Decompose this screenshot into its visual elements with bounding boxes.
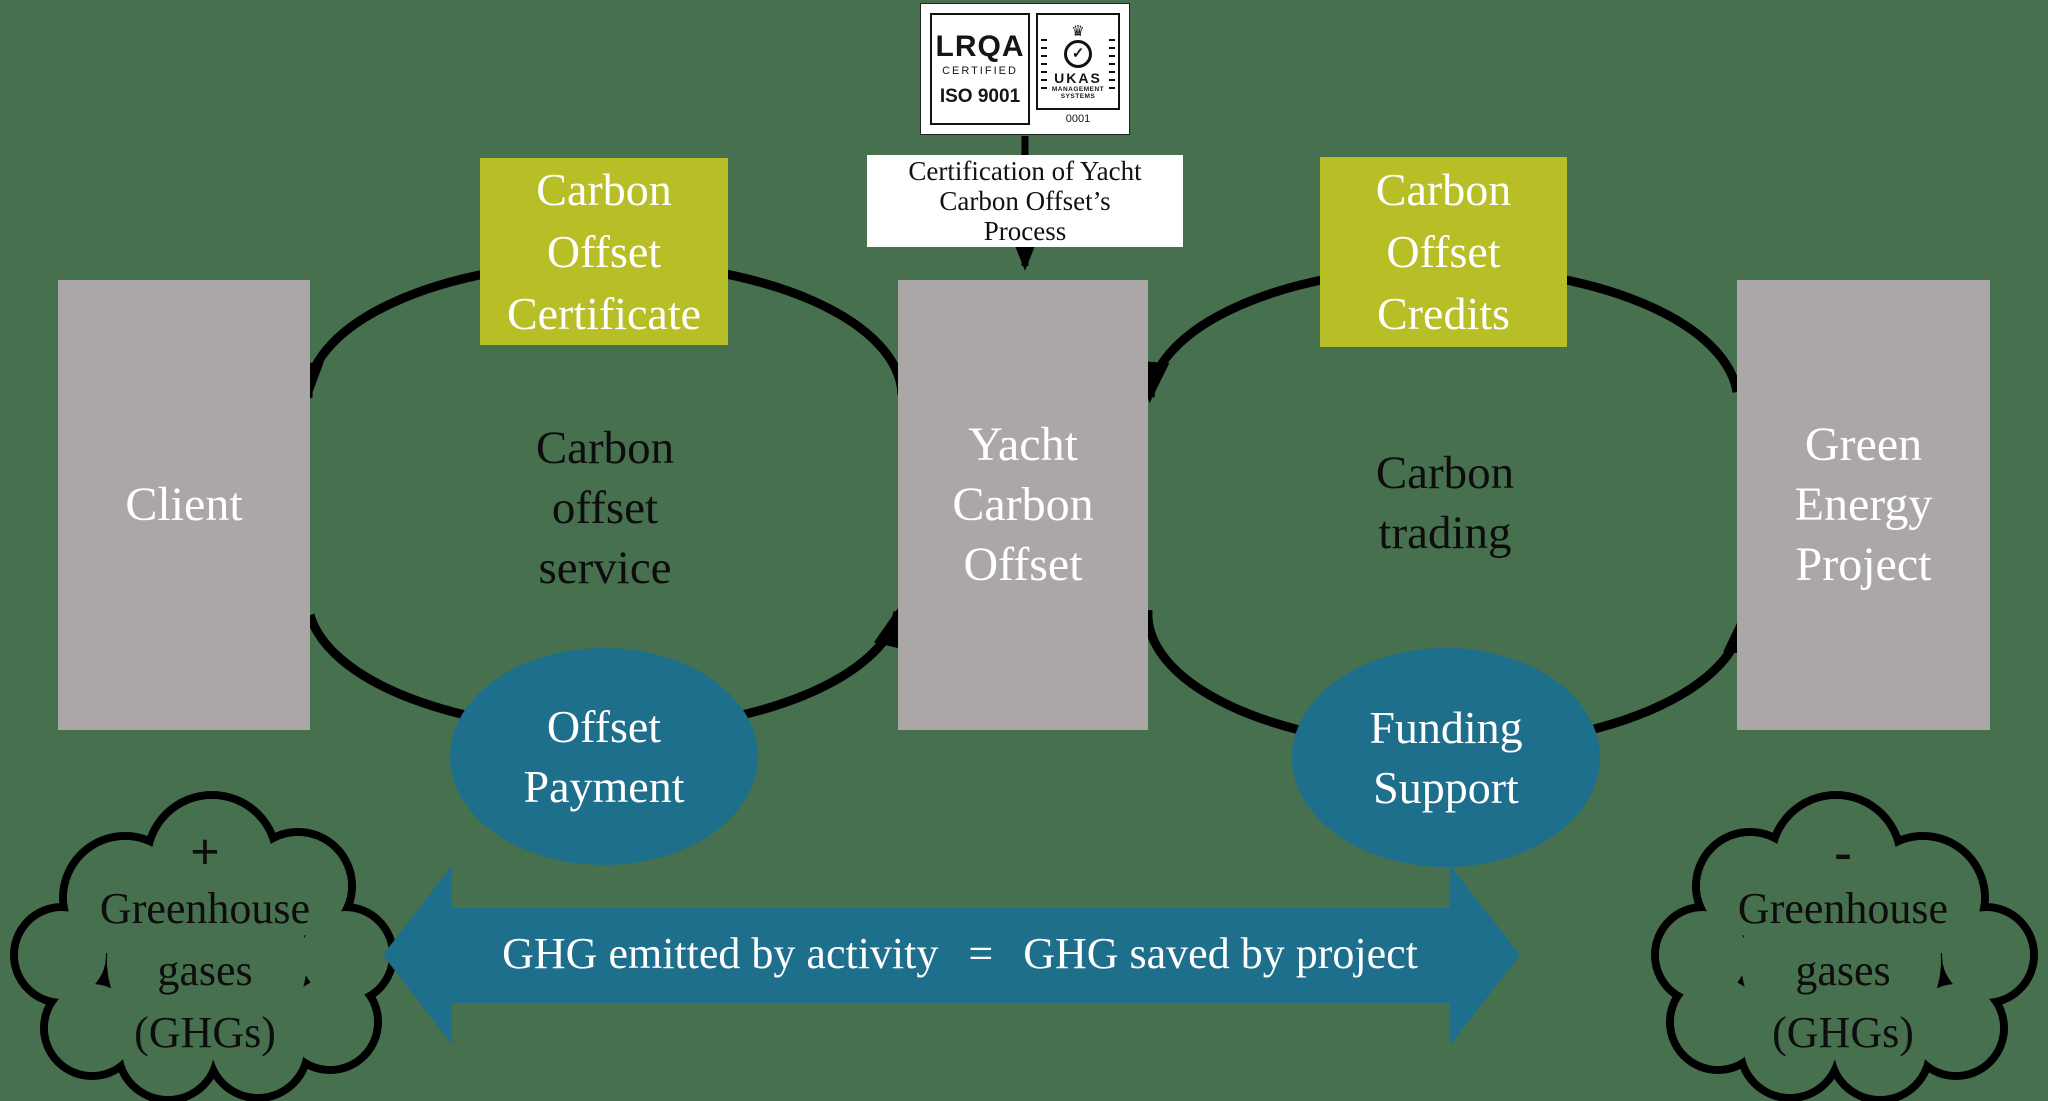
lrqa-logo: LRQA CERTIFIED ISO 9001 <box>930 13 1030 125</box>
cloud-left-text: + Greenhouse gases (GHGs) <box>55 824 355 1064</box>
ukas-ticks-right <box>1109 39 1115 89</box>
ghg-equation-left: GHG emitted by activity <box>502 928 939 978</box>
carbon-offset-service-label: Carbon offset service <box>535 421 675 594</box>
ukas-number: 0001 <box>1065 113 1091 125</box>
ukas-subtitle-2: SYSTEMS <box>1060 92 1096 100</box>
cloud-left-label: Greenhouse gases (GHGs) <box>99 884 311 1057</box>
ukas-subtitle-1: MANAGEMENT <box>1051 85 1105 93</box>
certification-badge: LRQA CERTIFIED ISO 9001 ♛ ✓ UKAS MANAGEM… <box>920 3 1130 135</box>
cloud-left-sign: + <box>190 824 220 881</box>
lrqa-certified-label: CERTIFIED <box>942 65 1018 77</box>
carbon-offset-credits-box: Carbon Offset Credits <box>1320 157 1567 347</box>
equivalence-double-arrow <box>383 865 1520 1045</box>
ukas-logo: ♛ ✓ UKAS MANAGEMENT SYSTEMS 0001 <box>1036 13 1120 125</box>
cloud-right-label: Greenhouse gases (GHGs) <box>1737 884 1949 1057</box>
carbon-trading-label: Carbon trading <box>1375 446 1515 559</box>
funding-support-ellipse: Funding Support <box>1292 648 1600 867</box>
ukas-brand: UKAS <box>1054 69 1102 86</box>
offset-payment-ellipse: Offset Payment <box>450 648 758 865</box>
iso-9001-label: ISO 9001 <box>939 86 1021 107</box>
node-yacht-carbon-offset: Yacht Carbon Offset <box>898 280 1148 730</box>
node-client: Client <box>58 280 310 730</box>
ghg-equation-operator: = <box>968 928 994 978</box>
certification-caption: Certification of Yacht Carbon Offset’s P… <box>867 155 1183 247</box>
ghg-equation: GHG emitted by activity = GHG saved by p… <box>430 903 1490 1003</box>
lrqa-brand: LRQA <box>935 30 1025 63</box>
cloud-right-text: - Greenhouse gases (GHGs) <box>1693 824 1993 1064</box>
cloud-right-sign: - <box>1834 824 1852 881</box>
carbon-offset-certificate-box: Carbon Offset Certificate <box>480 158 728 345</box>
crown-icon: ♛ <box>1071 22 1085 40</box>
check-icon: ✓ <box>1064 39 1092 68</box>
ghg-equation-right: GHG saved by project <box>1023 928 1418 978</box>
ukas-ticks-left <box>1041 39 1047 89</box>
node-green-energy-project: Green Energy Project <box>1737 280 1990 730</box>
